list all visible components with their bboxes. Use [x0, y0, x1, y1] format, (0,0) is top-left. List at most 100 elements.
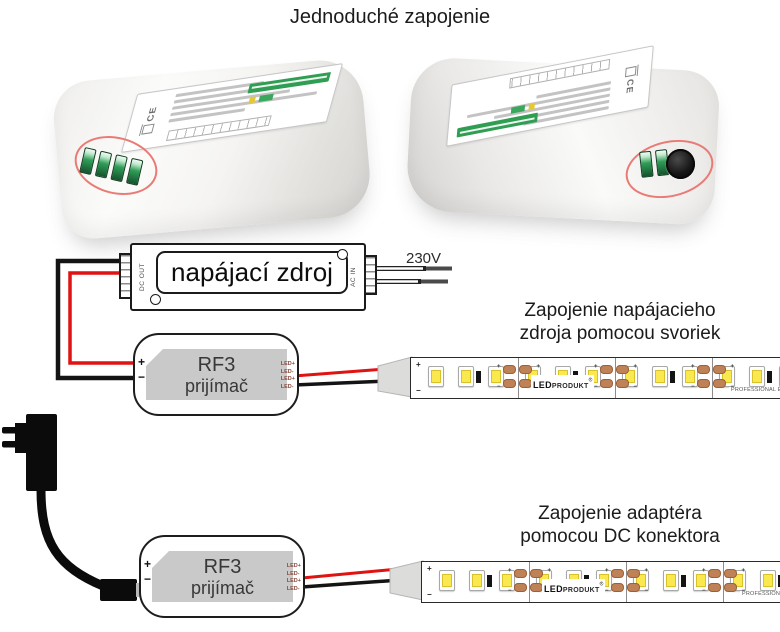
resistor [767, 371, 772, 383]
strip-cut-line [712, 358, 713, 398]
solder-junction: + − + − [691, 358, 734, 398]
solder-pad [713, 379, 726, 388]
led-chip [682, 366, 698, 387]
psu-dc-connector [119, 253, 132, 299]
led-strip-segment: + − + − [628, 562, 745, 602]
solder-pads [600, 365, 629, 388]
strip-input-marks: + − [416, 361, 421, 395]
pad-plus-mark: + [536, 364, 540, 370]
solder-pad [514, 583, 527, 592]
resistor [670, 371, 675, 383]
rf3-receiver-1: + − RF3 prijímač LED+ LED- LED+ LED- [133, 333, 299, 416]
pad-plus-mark: + [691, 364, 695, 370]
pad-minus-mark: − [702, 588, 706, 594]
solder-pad [708, 583, 721, 592]
led-chip [760, 570, 776, 591]
adapter-cable [36, 485, 108, 591]
led-terminal-label: LED+ [280, 376, 295, 382]
strip-connector-wedge [377, 356, 413, 398]
led-chip [439, 570, 455, 591]
solder-junction: + − + − [605, 562, 648, 602]
solder-pad [708, 569, 721, 578]
solder-pads [514, 569, 543, 592]
strip-minus-mark: − [427, 590, 432, 599]
solder-pads [503, 365, 532, 388]
ledprodukt-logo: LEDPRODUKT® [542, 579, 606, 597]
psu-ac-connector [364, 255, 377, 295]
strip-plus-mark: + [427, 564, 432, 573]
pad-plus-mark: + [702, 568, 706, 574]
solder-pads [697, 365, 726, 388]
page-title: Jednoduché zapojenie [289, 6, 491, 28]
led-terminal-label: LED+ [280, 361, 295, 367]
led-terminal-label: LED+ [286, 563, 301, 569]
led-terminal-label: LED- [280, 383, 294, 390]
wire-black-psu [55, 258, 136, 381]
led-terminal-label: LED- [280, 368, 294, 375]
psu-screw-hole [150, 294, 161, 305]
dc-plug [100, 579, 137, 601]
receiver-name-line1: RF3 [203, 555, 242, 578]
strip-segments: + − + − + − + − [423, 358, 780, 398]
receiver-input-terminals: + − [144, 558, 151, 585]
wire-black-led1 [293, 379, 389, 387]
solder-pads [611, 569, 640, 592]
led-chip [652, 366, 668, 387]
caption-line: Zapojenie adaptéra [538, 503, 702, 524]
resistor [487, 575, 492, 587]
led-strip-segment: + − + − [617, 358, 734, 398]
led-chip [469, 570, 485, 591]
receiver-name-line1: RF3 [197, 353, 236, 376]
pad-minus-mark: − [633, 384, 637, 390]
pad-plus-mark: + [547, 568, 551, 574]
wire-red-psu [68, 271, 136, 365]
solder-pads [708, 569, 737, 592]
psu-name-label: napájací zdroj [156, 251, 348, 294]
solder-pad [600, 365, 613, 374]
minus-terminal-label: − [138, 370, 146, 384]
wire-red-led2 [301, 567, 399, 580]
strip-connector-wedge [389, 560, 424, 601]
led-strip-segment: + − + − [434, 562, 551, 602]
solder-pad [530, 569, 543, 578]
ac-in-label: AC IN [350, 267, 357, 287]
solder-pad [503, 379, 516, 388]
plus-terminal-label: + [138, 355, 146, 369]
led-strip-1: + − + − + − + − + [410, 357, 780, 399]
caption-line: zdroja pomocou svoriek [519, 323, 721, 344]
minus-terminal-label: − [144, 572, 152, 586]
solder-pad [611, 583, 624, 592]
pad-minus-mark: − [594, 384, 598, 390]
strip-cut-line [518, 358, 519, 398]
pad-plus-mark: + [644, 568, 648, 574]
pad-plus-mark: + [741, 568, 745, 574]
strip-input-marks: + − [427, 565, 432, 599]
led-strip-2: + − + − + − + − + [421, 561, 780, 603]
strip-plus-mark: + [416, 360, 421, 369]
rf3-receiver-2: + − RF3 prijímač LED+ LED- LED+ LED- [139, 535, 305, 618]
caption-line: Zapojenie napájacieho [524, 300, 716, 321]
pad-minus-mark: − [691, 384, 695, 390]
pad-plus-mark: + [605, 568, 609, 574]
power-supply: DC OUT napájací zdroj AC IN [119, 243, 377, 311]
led-chip [749, 366, 765, 387]
pad-plus-mark: + [594, 364, 598, 370]
adapter-body [26, 414, 57, 491]
resistor [476, 371, 481, 383]
solder-pad [616, 365, 629, 374]
led-chip [663, 570, 679, 591]
ledprodukt-logo: LEDPRODUKT® [531, 375, 595, 393]
resistor [681, 575, 686, 587]
led-chip [499, 570, 515, 591]
solder-pad [697, 365, 710, 374]
pad-minus-mark: − [497, 384, 501, 390]
solder-pad [724, 583, 737, 592]
wire-red-led1 [293, 367, 387, 378]
led-terminal-label: LED- [286, 585, 300, 592]
solder-pad [627, 569, 640, 578]
wire-black-led2 [301, 578, 401, 589]
strip-cut-line [626, 562, 627, 602]
pad-minus-mark: − [644, 588, 648, 594]
adapter-neck [15, 423, 28, 453]
